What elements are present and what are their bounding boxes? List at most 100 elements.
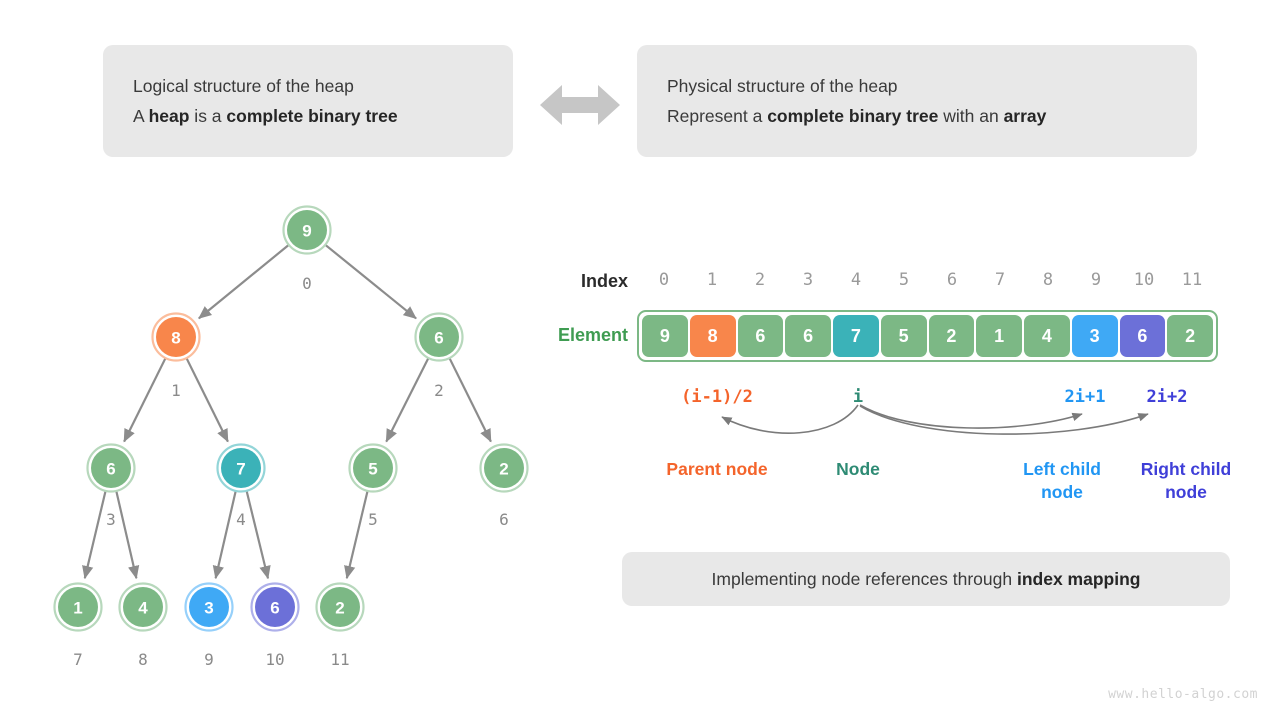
tree-edge: [325, 244, 417, 320]
tree-node-value: 6: [106, 460, 115, 479]
tree-node-index: 2: [434, 381, 444, 400]
right-child-role-label: Right child node: [1140, 459, 1232, 502]
tree-edge: [123, 358, 167, 443]
tree-node-index: 3: [106, 510, 116, 529]
parent-arrow: [721, 404, 859, 434]
physical-line2-bold-tree: complete binary tree: [767, 106, 939, 126]
array-element-cell[interactable]: 6: [737, 315, 784, 357]
left-child-arrow: [859, 404, 1083, 429]
logical-line2-bold-tree: complete binary tree: [226, 106, 398, 126]
array-element-cell[interactable]: 1: [976, 315, 1022, 357]
tree-node-value: 3: [204, 599, 213, 618]
tree-node: 7: [216, 443, 266, 493]
tree-node-index: 4: [236, 510, 246, 529]
node-formula: i: [852, 387, 864, 407]
tree-node-index: 9: [204, 650, 214, 669]
tree-node-index: 1: [171, 381, 181, 400]
physical-structure-caption: Physical structure of the heap Represent…: [637, 45, 1197, 157]
parent-node-role-label: Parent node: [666, 459, 768, 479]
tree-edge: [344, 491, 369, 580]
tree-node-index: 10: [265, 650, 284, 669]
tree-edges: [82, 244, 492, 580]
tree-node-index: 7: [73, 650, 83, 669]
tree-node: 3: [184, 582, 234, 632]
footer-caption: Implementing node references through ind…: [622, 552, 1230, 606]
tree-node: 9: [282, 205, 332, 255]
logical-caption-line-1: Logical structure of the heap: [133, 76, 354, 96]
logical-structure-caption: Logical structure of the heap A heap is …: [103, 45, 513, 157]
array-element-cell[interactable]: 6: [1119, 315, 1166, 357]
logical-line2-mid: is a: [189, 106, 227, 126]
array-element-cell[interactable]: 4: [1024, 315, 1070, 357]
tree-node-index: 5: [368, 510, 378, 529]
physical-line2-mid: with an: [938, 106, 1004, 126]
index-mapping-arrows: [721, 404, 1149, 435]
tree-node: 4: [118, 582, 168, 632]
physical-line2-bold-array: array: [1003, 106, 1047, 126]
array-element-cell[interactable]: 3: [1071, 315, 1118, 357]
array-element-cell[interactable]: 2: [1167, 315, 1213, 357]
tree-node-value: 9: [302, 222, 311, 241]
left-child-formula: 2i+1: [1064, 387, 1106, 407]
array-index-cell: 8: [1042, 270, 1054, 290]
array-element-cell[interactable]: 5: [880, 315, 927, 357]
logical-line2-bold-heap: heap: [148, 106, 190, 126]
tree-node-value: 8: [171, 329, 180, 348]
tree-node: 5: [348, 443, 398, 493]
tree-nodes: 9 8 6 6 7 5 2 1 4 3 6 2: [53, 205, 529, 632]
right-child-formula: 2i+2: [1146, 387, 1188, 407]
tree-node: 6: [86, 443, 136, 493]
tree-edge: [82, 491, 107, 580]
tree-edge: [448, 358, 492, 443]
physical-caption-line-2: Represent a complete binary tree with an…: [667, 101, 1167, 131]
array-index-cell: 5: [898, 270, 910, 290]
tree-edge: [212, 491, 237, 580]
footer-caption-text: Implementing node references through ind…: [712, 564, 1141, 594]
tree-edge: [185, 358, 229, 443]
tree-node-value: 2: [335, 599, 344, 618]
array-element-cell[interactable]: 8: [689, 315, 736, 357]
array-element-cell[interactable]: 7: [833, 315, 879, 357]
parent-formula: (i-1)/2: [681, 387, 753, 407]
tree-edge: [245, 491, 271, 580]
array-index-cell: 10: [1133, 270, 1155, 290]
tree-edge: [198, 244, 289, 320]
tree-node-index: 8: [138, 650, 148, 669]
tree-node-value: 2: [499, 460, 508, 479]
index-row-label: Index: [580, 271, 628, 291]
tree-edge: [385, 358, 429, 443]
physical-caption-line-1: Physical structure of the heap: [667, 76, 898, 96]
array-index-cell: 11: [1181, 270, 1203, 290]
array-index-cell: 3: [802, 270, 814, 290]
physical-line2-pre: Represent a: [667, 106, 768, 126]
tree-node-value: 1: [73, 599, 82, 618]
tree-edge: [115, 491, 140, 580]
array-index-cell: 4: [850, 270, 862, 290]
array-index-cell: 6: [946, 270, 958, 290]
double-arrow-icon: [540, 85, 620, 125]
left-child-role-label: Left child node: [1023, 459, 1101, 502]
array-index-cell: 2: [754, 270, 766, 290]
tree-node: 2: [479, 443, 529, 493]
array-index-cell: 7: [994, 270, 1006, 290]
tree-node: 8: [151, 312, 201, 362]
node-role-label: Node: [836, 459, 880, 479]
element-row-label: Element: [557, 325, 628, 345]
tree-node: 6: [414, 312, 464, 362]
logical-caption-line-2: A heap is a complete binary tree: [133, 101, 483, 131]
array-element-cell[interactable]: 2: [928, 315, 975, 357]
watermark: www.hello-algo.com: [1108, 687, 1258, 702]
array-index-cell: 0: [658, 270, 670, 290]
array-element-cell[interactable]: 6: [785, 315, 831, 357]
footer-text-pre: Implementing node references through: [711, 569, 1017, 589]
tree-node: 6: [250, 582, 300, 632]
array-element-cell[interactable]: 9: [642, 315, 688, 357]
tree-node-value: 6: [270, 599, 279, 618]
array-index-cell: 1: [706, 270, 718, 290]
tree-node-index: 6: [499, 510, 509, 529]
logical-line2-pre: A: [133, 106, 149, 126]
tree-node-value: 6: [434, 329, 443, 348]
